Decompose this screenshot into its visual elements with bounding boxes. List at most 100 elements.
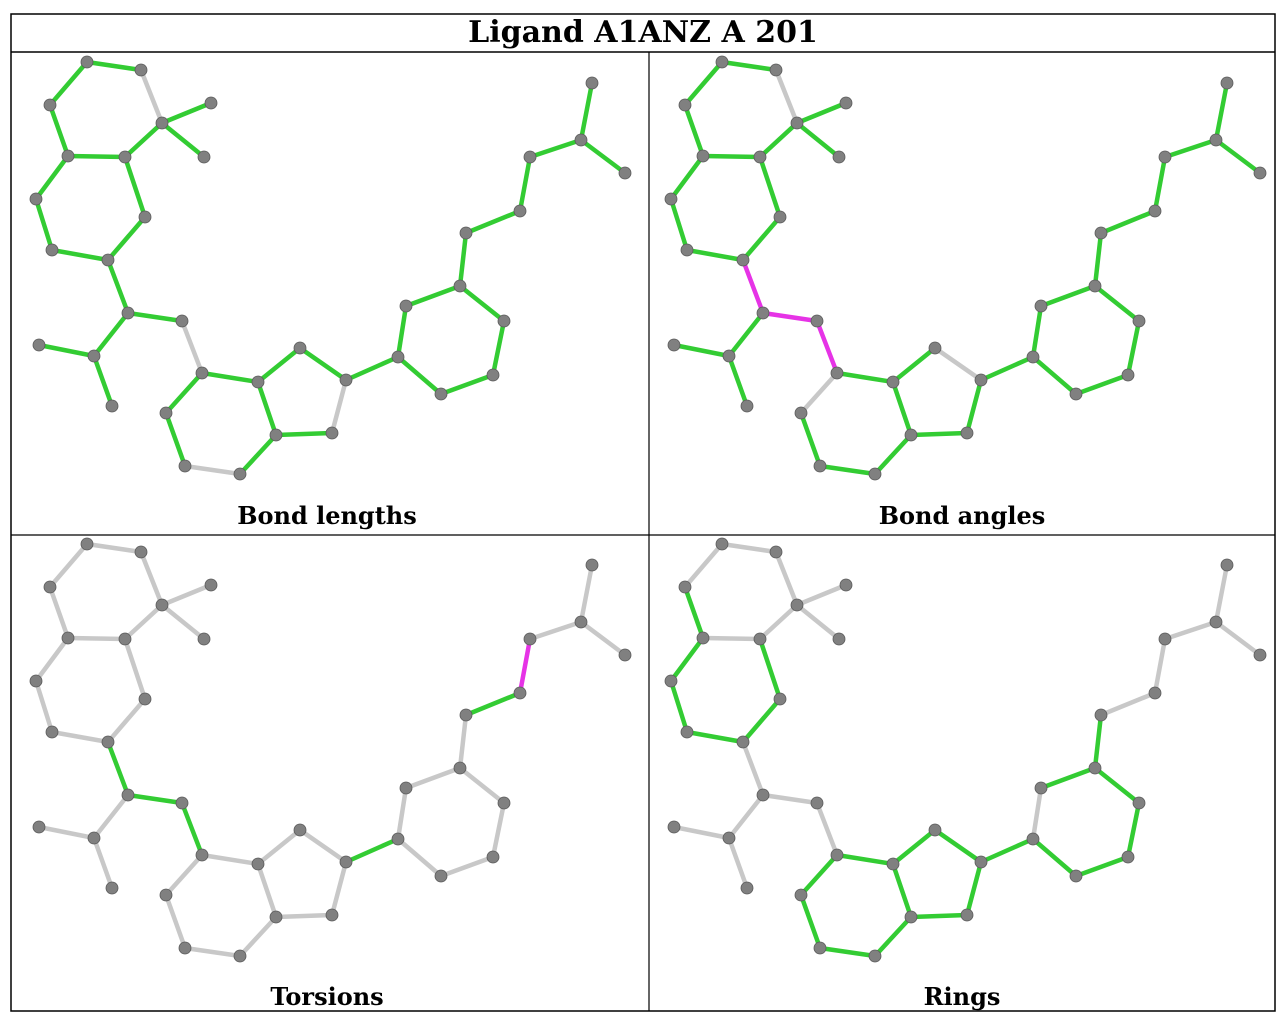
bond <box>517 636 533 696</box>
bond <box>671 824 732 841</box>
bond <box>159 120 207 160</box>
bond <box>122 154 148 220</box>
bond <box>1213 137 1263 176</box>
bond <box>91 310 131 359</box>
bond <box>760 310 820 324</box>
atom <box>513 686 527 700</box>
atom <box>1094 708 1108 722</box>
atom <box>399 299 413 313</box>
bond <box>1038 765 1098 791</box>
atom <box>233 949 247 963</box>
bond <box>105 214 148 263</box>
bond <box>159 602 207 642</box>
bond <box>1213 80 1230 143</box>
atom <box>233 467 247 481</box>
atom <box>1132 796 1146 810</box>
atom <box>325 908 339 922</box>
bond <box>740 257 766 316</box>
bond <box>682 541 725 590</box>
bond <box>726 310 766 359</box>
atom <box>974 855 988 869</box>
figure-title: Ligand A1ANZ A 201 <box>468 15 818 50</box>
atom <box>960 426 974 440</box>
atom <box>325 426 339 440</box>
bond-layer <box>668 541 1263 959</box>
bond <box>668 678 690 735</box>
bond <box>273 430 335 438</box>
bond <box>527 137 584 160</box>
atom <box>574 133 588 147</box>
atom <box>740 881 754 895</box>
bond <box>105 739 131 798</box>
bond <box>403 283 463 309</box>
atom <box>204 96 218 110</box>
atom <box>722 349 736 363</box>
bond <box>457 712 469 771</box>
atom <box>667 338 681 352</box>
bond <box>163 852 205 898</box>
bond <box>964 859 984 918</box>
bond <box>814 800 840 858</box>
bond <box>49 247 111 263</box>
atom <box>434 387 448 401</box>
atom <box>43 580 57 594</box>
atom <box>678 98 692 112</box>
atom <box>197 632 211 646</box>
bond <box>668 635 706 684</box>
atom-layer <box>29 537 632 963</box>
atom <box>159 888 173 902</box>
bond <box>125 310 185 324</box>
bond <box>47 584 71 641</box>
bond <box>1162 619 1219 642</box>
bond <box>33 153 71 202</box>
bond <box>1098 690 1158 718</box>
atom <box>1034 781 1048 795</box>
atom <box>178 459 192 473</box>
bond <box>668 196 690 253</box>
bond <box>105 257 131 316</box>
atom <box>1034 299 1048 313</box>
panel-bond-angles: Bond angles <box>664 55 1267 530</box>
bond <box>91 353 115 409</box>
bond <box>908 912 970 920</box>
bond <box>908 430 970 438</box>
atom <box>1158 632 1172 646</box>
bond <box>1030 836 1079 879</box>
bond <box>578 80 595 143</box>
atom <box>175 314 189 328</box>
bond <box>255 827 303 867</box>
bond <box>297 345 349 383</box>
bond <box>463 208 523 236</box>
bond <box>273 912 335 920</box>
bond <box>138 549 165 608</box>
bond <box>726 792 766 841</box>
atom <box>155 116 169 130</box>
atom <box>339 373 353 387</box>
atom <box>1253 166 1267 180</box>
bond <box>65 153 128 160</box>
bond <box>527 619 584 642</box>
atom <box>667 820 681 834</box>
bond <box>1038 283 1098 309</box>
atom <box>722 831 736 845</box>
atom <box>810 314 824 328</box>
atom-layer <box>664 537 1267 963</box>
bond <box>932 345 984 383</box>
atom <box>1209 133 1223 147</box>
atom <box>293 823 307 837</box>
panel-caption: Bond lengths <box>237 501 417 530</box>
bond <box>1073 854 1131 879</box>
bond <box>890 827 938 867</box>
bond <box>726 835 750 891</box>
bond <box>578 619 628 658</box>
bond <box>36 824 97 841</box>
atom <box>680 243 694 257</box>
atom <box>696 631 710 645</box>
atom <box>339 855 353 869</box>
bond <box>798 370 840 416</box>
atom <box>1121 368 1135 382</box>
bond <box>329 859 349 918</box>
atom <box>960 908 974 922</box>
atom <box>195 848 209 862</box>
atom <box>497 314 511 328</box>
